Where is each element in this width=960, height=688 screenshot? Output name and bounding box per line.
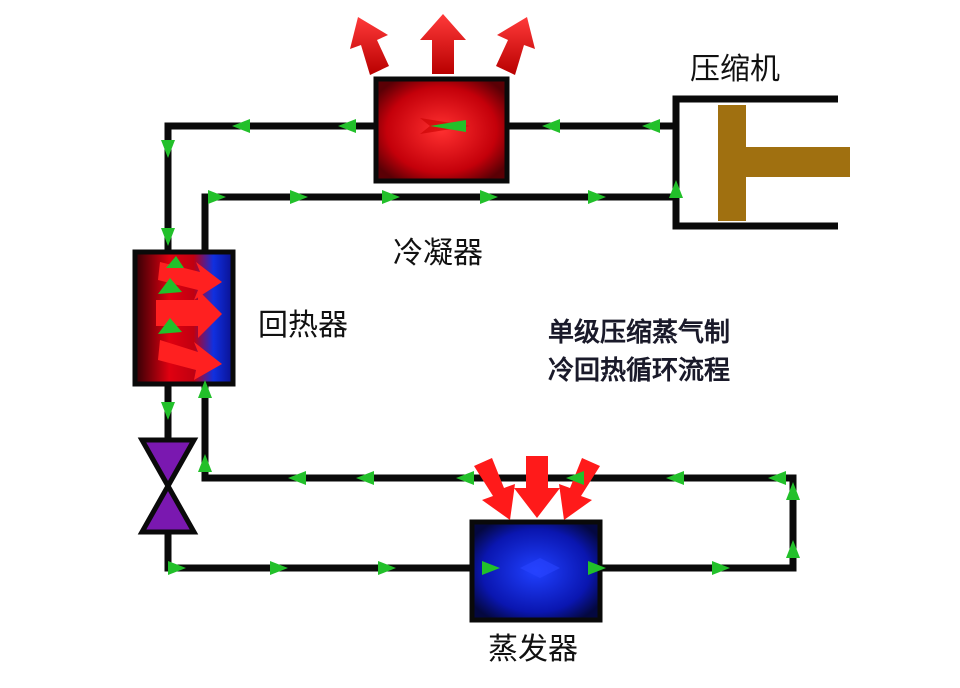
evaporator-label: 蒸发器	[488, 632, 578, 667]
flow-arrow	[338, 119, 356, 133]
flow-arrow	[290, 190, 308, 204]
flow-arrow	[768, 471, 786, 485]
heat-out-arrow-right	[496, 17, 535, 75]
diagram-title-line-2: 冷回热循环流程	[548, 356, 731, 386]
flow-arrow	[480, 190, 498, 204]
flow-arrow	[288, 471, 306, 485]
flow-arrow	[161, 402, 175, 420]
flow-arrow	[669, 180, 683, 198]
flow-arrow	[482, 561, 500, 575]
regenerator	[132, 249, 236, 387]
compressor-piston-rod	[746, 147, 850, 177]
flow-arrow	[786, 482, 800, 500]
flow-arrow	[378, 561, 396, 575]
expansion-valve	[137, 437, 199, 535]
flow-arrow	[382, 190, 400, 204]
valve-upper-triangle	[137, 437, 199, 492]
flow-arrow	[642, 119, 660, 133]
flow-arrow	[161, 140, 175, 158]
flow-arrow	[232, 119, 250, 133]
heat-out-arrow-center	[420, 14, 466, 74]
flow-arrow	[566, 471, 584, 485]
evaporator	[469, 456, 603, 623]
flow-arrow	[208, 190, 226, 204]
regen-green-3	[166, 256, 184, 268]
flow-arrow	[356, 471, 374, 485]
flow-arrow	[786, 540, 800, 558]
diagram-title-line-1: 单级压缩蒸气制	[548, 318, 731, 348]
heat-in-arrow-center	[514, 456, 560, 518]
flow-arrow	[588, 190, 606, 204]
condenser-box	[373, 76, 510, 184]
compressor	[672, 95, 850, 230]
compressor-cylinder	[672, 95, 838, 230]
flow-arrow	[542, 119, 560, 133]
flow-arrow	[198, 454, 212, 472]
regen-green-1	[158, 278, 182, 294]
flow-arrow	[198, 380, 212, 398]
flow-arrow	[456, 471, 474, 485]
heat-in-arrow-right	[559, 458, 600, 520]
flow-arrow	[666, 471, 684, 485]
regen-arrow-3	[158, 340, 222, 380]
evaporator-inner-mark	[520, 558, 560, 578]
heat-in-arrow-left	[474, 458, 515, 520]
flow-arrow	[270, 561, 288, 575]
flow-arrow	[588, 561, 606, 575]
compressor-label: 压缩机	[690, 52, 780, 87]
valve-lower-triangle	[137, 480, 199, 535]
flow-arrow	[712, 561, 730, 575]
flow-arrow	[168, 561, 186, 575]
flow-arrows	[161, 119, 800, 575]
flow-arrow	[430, 120, 466, 132]
flow-arrow	[161, 228, 175, 246]
condenser	[350, 14, 535, 184]
regen-arrow-1	[158, 262, 222, 300]
compressor-piston-head	[718, 105, 746, 221]
heat-out-arrow-left	[350, 17, 389, 75]
condenser-label: 冷凝器	[393, 236, 483, 271]
regen-green-2	[158, 318, 182, 334]
regenerator-label: 回热器	[258, 308, 348, 343]
